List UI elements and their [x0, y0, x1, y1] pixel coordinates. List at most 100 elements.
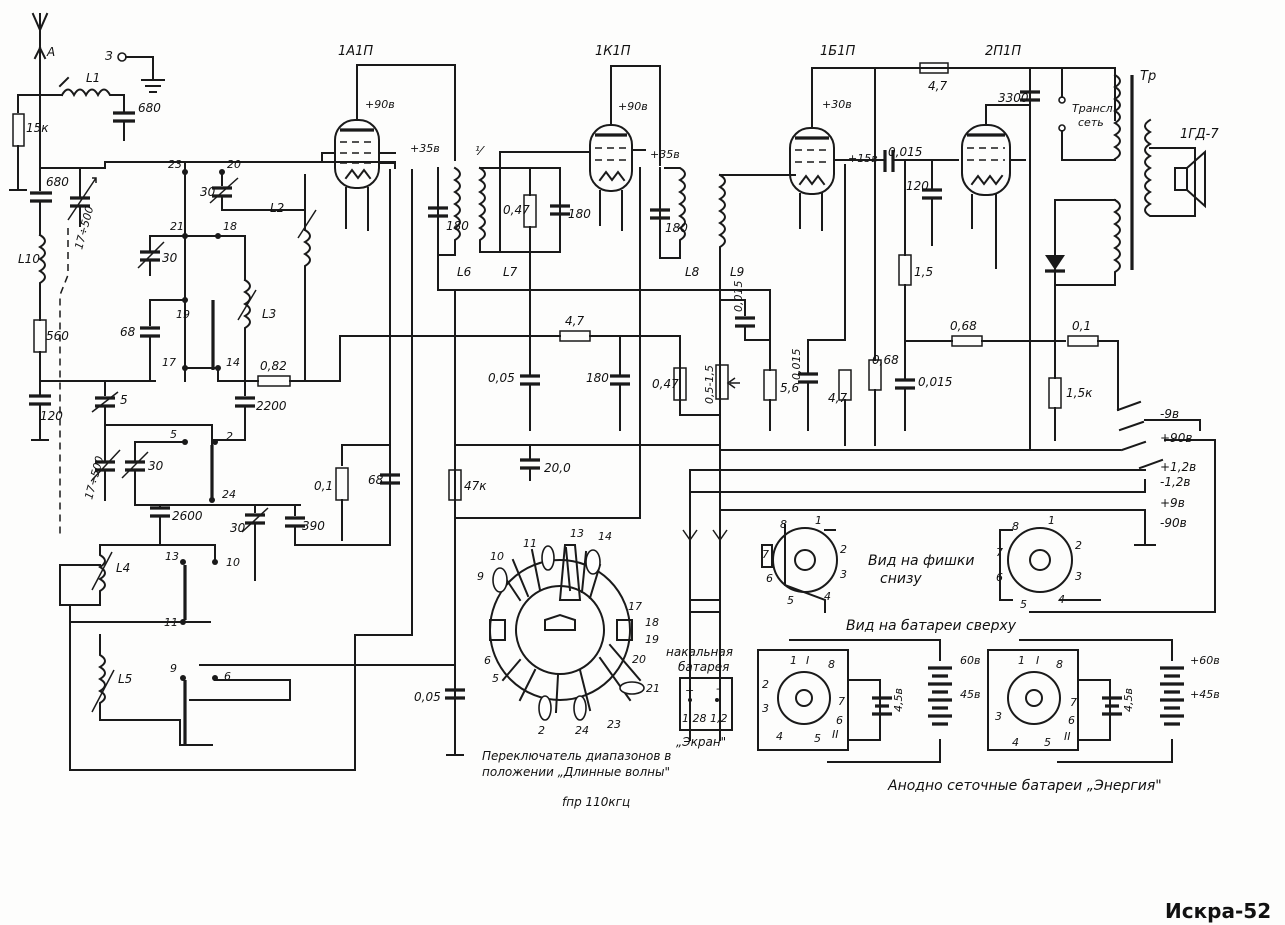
plug-left-pin-6: 6	[766, 572, 773, 585]
battery-left-voltage: 4,5в	[892, 688, 905, 712]
plug-left-pin-2: 2	[840, 543, 847, 556]
plug-caption-2: снизу	[880, 571, 922, 587]
battery-left-pin-4: 4	[776, 730, 783, 743]
c0015a-label: 0,015	[732, 281, 745, 313]
plug-right-pin-8: 8	[1012, 520, 1019, 533]
battery-right-pin-7: 7	[1070, 696, 1077, 709]
node-20: 20	[227, 158, 241, 171]
r47c-label: 4,7	[928, 79, 947, 93]
switch-caption-1: Переключатель диапазонов в	[482, 749, 671, 763]
l9-label: L9	[730, 265, 744, 279]
switch-pos-2: 2	[538, 724, 545, 737]
battery-right-voltage: 4,5в	[1122, 688, 1135, 712]
c0015b-label: 0,015	[790, 349, 803, 381]
battery-left-pin-5: 5	[814, 732, 821, 745]
r082-resistor	[257, 375, 291, 387]
c0015c-label: 0,015	[888, 145, 922, 159]
r15k-b-label: 1,5к	[1066, 386, 1093, 400]
page-title: Искра-52	[1165, 899, 1271, 923]
if-frequency-label: fпр 110кгц	[562, 795, 630, 809]
plug-left-pin-4: 4	[824, 590, 831, 603]
transformer-label: Тр	[1140, 69, 1156, 84]
c390-label: 390	[302, 519, 325, 533]
plug-right-pin-2: 2	[1075, 539, 1082, 552]
r068b-resistor	[951, 335, 983, 347]
switch-pos-19: 19	[645, 633, 659, 646]
filament-battery-label-1: накальная	[666, 645, 733, 659]
supply-label-5: +9в	[1160, 496, 1185, 510]
tube-v2-label: 1К1П	[595, 44, 631, 59]
l2-coil	[303, 174, 311, 382]
l6-coil	[437, 166, 461, 256]
switch-pos-14: 14	[598, 530, 612, 543]
r068b-label: 0,68	[950, 319, 977, 333]
node-2: 2	[226, 430, 233, 443]
battery-left-pin-6: 6	[836, 714, 843, 727]
speaker-label: 1ГД-7	[1180, 127, 1219, 142]
r47c-resistor	[919, 62, 949, 74]
tube-v4-label: 2П1П	[985, 44, 1021, 59]
battery-left-roman-2: II	[832, 728, 839, 741]
speaker-icon	[1174, 149, 1206, 209]
c180a-label: 180	[446, 219, 469, 233]
battery-right-roman-1: I	[1036, 654, 1039, 667]
tube-v3	[789, 67, 1116, 231]
r56-resistor	[763, 369, 777, 401]
plug-left-pin-1: 1	[815, 514, 822, 527]
switch-caption-2: положении „Длинные волны"	[482, 765, 670, 779]
filament-minus: -	[716, 682, 720, 695]
node-10: 10	[226, 556, 240, 569]
r47k-resistor	[448, 469, 462, 501]
c30a-label: 30	[200, 185, 216, 199]
band-switch-wafer	[489, 544, 645, 721]
battery-right-pin-5: 5	[1044, 736, 1051, 749]
switch-pos-10: 10	[490, 550, 504, 563]
r047b-resistor	[673, 367, 687, 401]
battery-right-60v: 60в	[960, 654, 980, 667]
c005a-label: 0,05	[488, 371, 515, 385]
c180c-label: 180	[665, 221, 688, 235]
c005b-label: 0,05	[414, 690, 441, 704]
node-13: 13	[165, 550, 179, 563]
tube-v3-label: 1Б1П	[820, 44, 855, 59]
c680a-label: 680	[138, 101, 161, 115]
voltage-label-6: +15в	[848, 152, 878, 165]
l10-label: L10	[18, 252, 40, 266]
plug-left-pin-7: 7	[762, 548, 769, 561]
filament-plus: +	[685, 684, 694, 697]
l4-label: L4	[116, 561, 130, 575]
battery-right-roman-2: II	[1064, 730, 1071, 743]
translation-label-1: Трансл	[1072, 102, 1113, 115]
battery-left-pin-2: 2	[762, 678, 769, 691]
voltage-label-4: +35в	[650, 148, 680, 161]
r47k-label: 47к	[464, 479, 487, 493]
filament-value-1: 1,28	[682, 712, 707, 725]
battery-left-roman-1: I	[806, 654, 809, 667]
r082-label: 0,82	[260, 359, 287, 373]
r15k-label: 15к	[26, 121, 49, 135]
pot-label: 0,5-1,5	[703, 365, 716, 404]
switch-pos-23: 23	[607, 718, 621, 731]
node-14: 14	[226, 356, 240, 369]
anode-battery-right	[987, 639, 1184, 763]
switch-pos-9: 9	[477, 570, 484, 583]
c30d-label: 30	[230, 521, 246, 535]
r047b-label: 0,47	[652, 377, 679, 391]
tube-v1-label: 1А1П	[338, 44, 373, 59]
switch-pos-20: 20	[632, 653, 646, 666]
battery-left-pin-8: 8	[828, 658, 835, 671]
battery-left-pin-7: 7	[838, 695, 845, 708]
supply-label-6: -90в	[1160, 516, 1187, 530]
voltage-label-2: +35в	[410, 142, 440, 155]
r47-resistor	[559, 330, 591, 342]
l8-label: L8	[685, 265, 700, 279]
anode-battery-caption: Анодно сеточные батареи „Энергия"	[887, 778, 1162, 794]
battery-left-pin-3: 3	[762, 702, 769, 715]
tube-v2	[589, 65, 661, 231]
plug-right-pin-3: 3	[1075, 570, 1082, 583]
switch-pos-11: 11	[523, 537, 537, 550]
node-23: 23	[168, 158, 182, 171]
c5-label: 5	[120, 393, 128, 407]
battery-right-pin-1: 1	[1018, 654, 1025, 667]
plug-left-pin-5: 5	[787, 594, 794, 607]
